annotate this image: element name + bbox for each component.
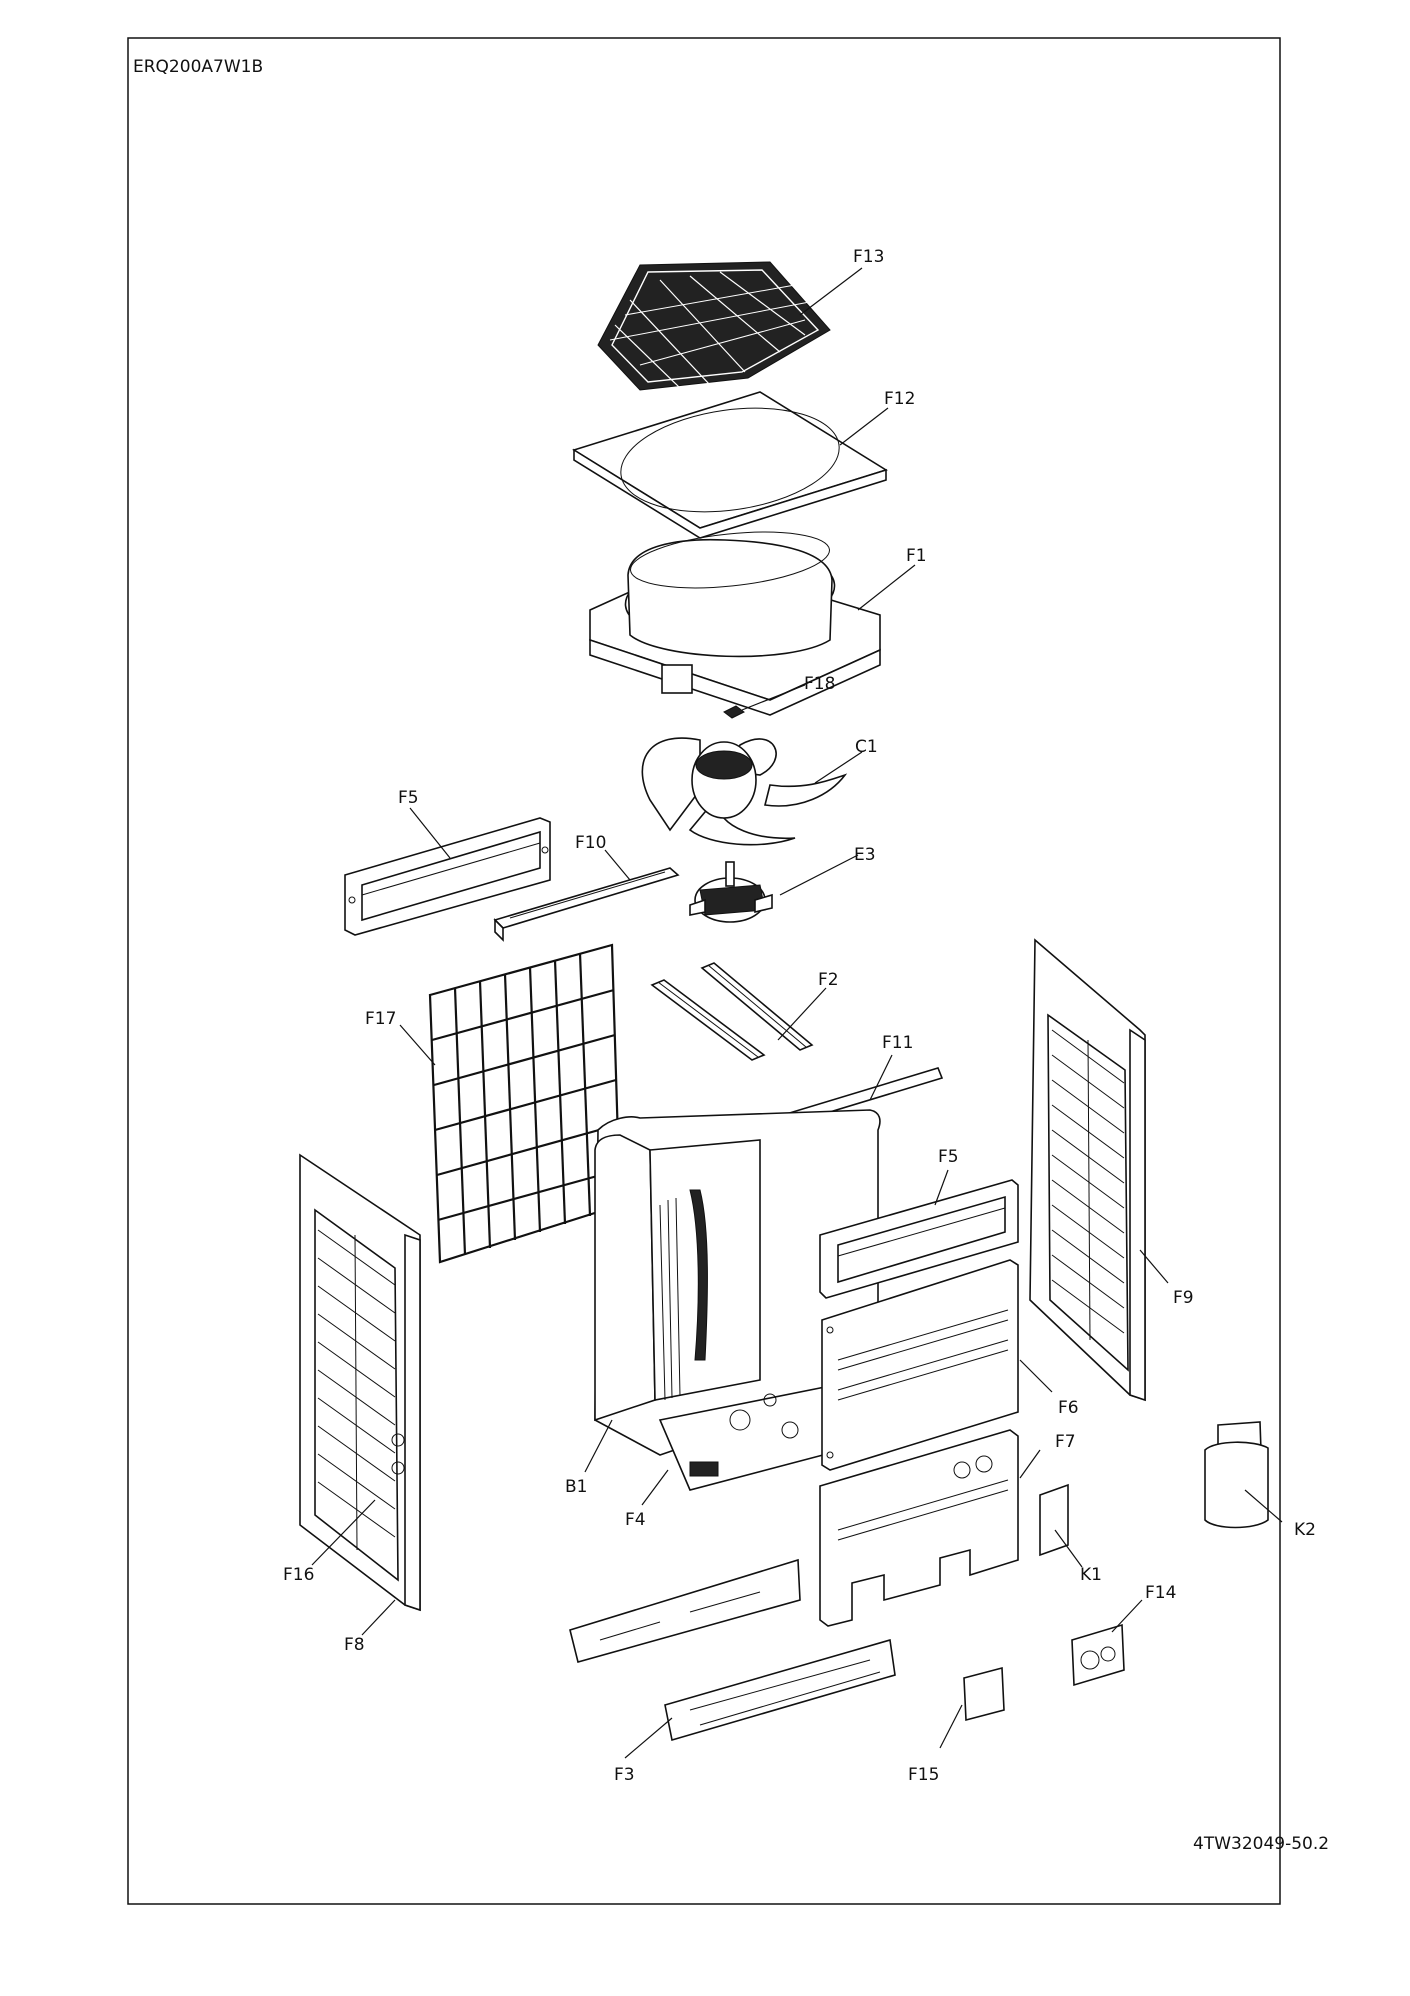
leader-lines [311, 267, 1283, 1759]
part-f2-support-bars [650, 962, 814, 1061]
label-f13: F13 [853, 247, 884, 267]
label-f3: F3 [614, 1765, 635, 1785]
part-labels: F13 F12 F1 F18 C1 F5 F10 E3 F2 F17 F11 F… [283, 247, 1316, 1785]
part-f1-bell-mouth [589, 531, 881, 716]
label-f17: F17 [365, 1009, 396, 1029]
label-f5-top: F5 [398, 788, 419, 808]
part-b1-heat-exchanger [594, 1109, 882, 1491]
label-f7: F7 [1055, 1432, 1076, 1452]
label-f14: F14 [1145, 1583, 1176, 1603]
part-f3-bottom-skid [664, 1638, 896, 1742]
label-k2: K2 [1294, 1520, 1316, 1540]
part-f6-front-panel [821, 1259, 1019, 1471]
label-f5-front: F5 [938, 1147, 959, 1167]
label-e3: E3 [854, 845, 876, 865]
label-f8: F8 [344, 1635, 365, 1655]
label-f15: F15 [908, 1765, 939, 1785]
label-f6: F6 [1058, 1398, 1079, 1418]
label-f2: F2 [818, 970, 839, 990]
part-e3-fan-motor [689, 861, 773, 923]
part-f8-left-side-panel [299, 1153, 421, 1612]
model-number: ERQ200A7W1B [133, 57, 263, 77]
part-f15-plate [963, 1666, 1005, 1722]
label-f12: F12 [884, 389, 915, 409]
label-f16: F16 [283, 1565, 314, 1585]
drawing-border [127, 37, 1281, 1905]
label-c1: C1 [855, 737, 878, 757]
label-f10: F10 [575, 833, 606, 853]
label-f11: F11 [882, 1033, 913, 1053]
label-k1: K1 [1080, 1565, 1102, 1585]
part-f14-service-cover [1071, 1623, 1125, 1687]
label-f4: F4 [625, 1510, 646, 1530]
drawing-number: 4TW32049-50.2 [1193, 1834, 1329, 1854]
part-f9-right-side-panel [1029, 938, 1146, 1402]
part-f10-bracket [493, 867, 680, 942]
label-f9: F9 [1173, 1288, 1194, 1308]
part-f13-fan-guard [597, 261, 831, 391]
part-bottom-skid-front [569, 1558, 801, 1663]
label-f18: F18 [804, 674, 835, 694]
part-f12-top-panel [572, 391, 888, 539]
part-k1-label [1039, 1483, 1069, 1557]
part-f7-lower-front-panel [819, 1429, 1019, 1627]
part-f5-top-panel [344, 817, 551, 936]
label-f1: F1 [906, 546, 927, 566]
part-f17-wire-grille [428, 943, 622, 1264]
part-k2-manual [1204, 1421, 1269, 1529]
part-f5-front-upper-panel [819, 1179, 1019, 1299]
part-f18-clip [723, 705, 745, 719]
part-c1-propeller-fan [641, 737, 848, 846]
label-b1: B1 [565, 1477, 587, 1497]
